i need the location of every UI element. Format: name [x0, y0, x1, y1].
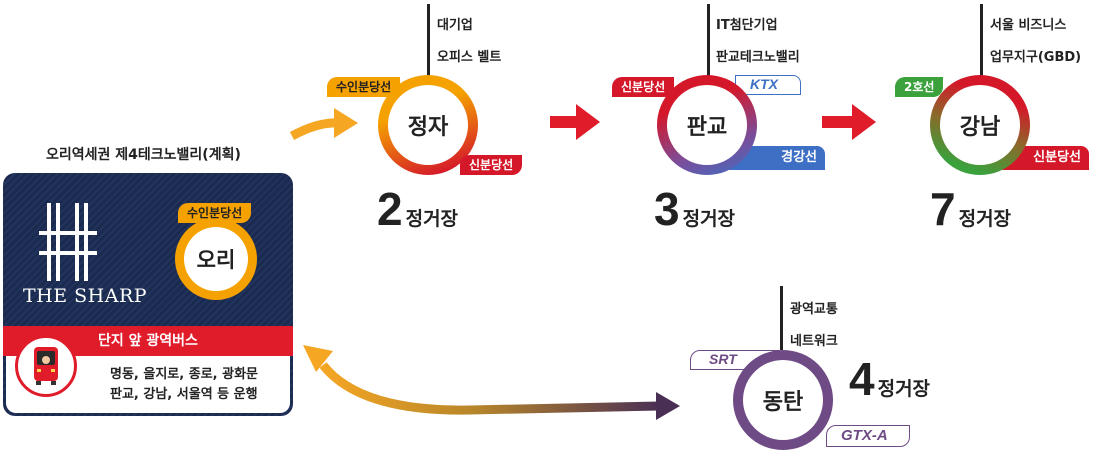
gtx-badge-label: GTX-A — [841, 427, 888, 444]
pangyo-note-bar — [707, 4, 710, 76]
gangnam-count-number: 7 — [930, 183, 956, 235]
dongtan-note-bar — [780, 286, 783, 350]
gangnam-count: 7 정거장 — [930, 182, 1011, 236]
gangnam-count-unit: 정거장 — [958, 208, 1012, 230]
dongtan-count: 4 정거장 — [849, 352, 930, 406]
gtx-badge: GTX-A — [826, 425, 910, 447]
jeongja-note: 대기업 오피스 벨트 — [437, 2, 501, 82]
dongtan-note: 광역교통 네트워크 — [790, 286, 838, 366]
arrow-to-jeongja — [289, 108, 358, 140]
bus-routes-line1: 명동, 을지로, 종로, 광화문 — [110, 367, 258, 382]
arrow-to-gangnam — [822, 104, 876, 140]
srt-badge: SRT — [690, 350, 780, 370]
gangnam-line-top: 2호선 — [895, 77, 944, 97]
pangyo-count: 3 정거장 — [654, 182, 735, 236]
ktx-badge-label: KTX — [750, 76, 778, 92]
gangnam-note-bar — [980, 4, 983, 76]
arrow-oree-dongtan — [303, 345, 680, 420]
station-jeongja-name: 정자 — [388, 85, 468, 165]
jeongja-count: 2 정거장 — [377, 182, 458, 236]
bus-icon — [15, 335, 77, 397]
gangnam-note-line1: 서울 비즈니스 — [990, 18, 1067, 33]
bus-routes: 명동, 을지로, 종로, 광화문 판교, 강남, 서울역 등 운행 — [110, 365, 258, 405]
pangyo-line-top: 신분당선 — [612, 77, 675, 97]
pangyo-count-unit: 정거장 — [682, 208, 736, 230]
oree-card: THE SHARP 오리 수인분당선 단지 앞 광역버스 명동, 을지로, 종로… — [3, 173, 293, 416]
jeongja-note-bar — [427, 4, 430, 76]
jeongja-count-number: 2 — [377, 183, 403, 235]
ktx-badge: KTX — [735, 75, 801, 95]
gangnam-note-line2: 업무지구(GBD) — [990, 50, 1082, 65]
pangyo-line-bottom-label: 경강선 — [781, 150, 817, 165]
jeongja-note-line1: 대기업 — [437, 18, 473, 33]
jeongja-count-unit: 정거장 — [405, 208, 459, 230]
bus-routes-line2: 판교, 강남, 서울역 등 운행 — [110, 387, 258, 402]
caption: 오리역세권 제4테크노밸리(계획) — [46, 147, 241, 163]
jeongja-line-bottom: 신분당선 — [460, 155, 523, 175]
station-dongtan-name: 동탄 — [743, 360, 823, 440]
station-pangyo: 판교 — [657, 75, 757, 175]
brand-name: THE SHARP — [23, 285, 148, 307]
arrow-to-pangyo — [550, 104, 600, 140]
dongtan-note-line2: 네트워크 — [790, 334, 838, 349]
jeongja-note-line2: 오피스 벨트 — [437, 50, 502, 65]
gangnam-line-bottom-label: 신분당선 — [1033, 150, 1081, 165]
dongtan-note-line1: 광역교통 — [790, 302, 838, 317]
dongtan-count-unit: 정거장 — [877, 378, 931, 400]
pangyo-note-line2: 판교테크노밸리 — [716, 50, 800, 65]
srt-badge-label: SRT — [709, 351, 737, 367]
pangyo-note: IT첨단기업 판교테크노밸리 — [716, 2, 800, 82]
station-dongtan: 동탄 — [733, 350, 833, 450]
station-oree-name: 오리 — [184, 227, 248, 291]
pangyo-note-line1: IT첨단기업 — [716, 18, 778, 33]
station-gangnam: 강남 — [930, 75, 1030, 175]
station-oree-line-tag: 수인분당선 — [178, 203, 252, 223]
station-oree: 오리 — [175, 218, 257, 300]
dongtan-count-number: 4 — [849, 353, 875, 405]
station-gangnam-name: 강남 — [940, 85, 1020, 165]
station-jeongja: 정자 — [378, 75, 478, 175]
pangyo-count-number: 3 — [654, 183, 680, 235]
jeongja-line-top: 수인분당선 — [327, 77, 401, 97]
station-pangyo-name: 판교 — [667, 85, 747, 165]
bus-panel: 명동, 을지로, 종로, 광화문 판교, 강남, 서울역 등 운행 — [6, 335, 290, 413]
gangnam-note: 서울 비즈니스 업무지구(GBD) — [990, 2, 1081, 82]
sharp-logo-icon — [39, 203, 97, 281]
